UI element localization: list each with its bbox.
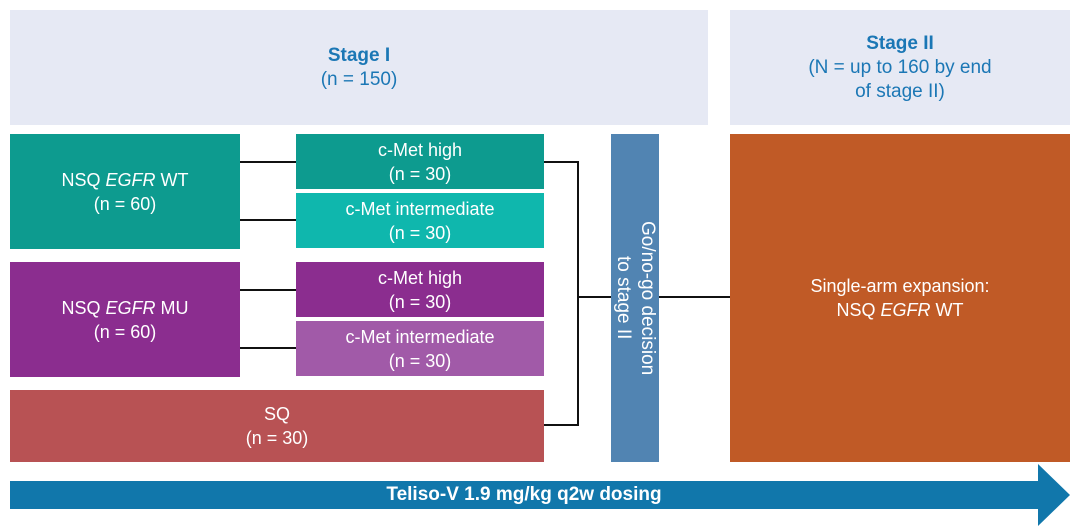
single-arm-expansion-box: Single-arm expansion: NSQ EGFR WT <box>730 134 1070 462</box>
subgroup-mu-cmet-intermediate: c-Met intermediate (n = 30) <box>296 321 544 376</box>
expansion-line1: Single-arm expansion: <box>810 276 990 296</box>
expansion-line2: NSQ EGFR WT <box>836 300 964 320</box>
group-sq-label: SQ <box>263 404 290 424</box>
dosing-arrow-label: Teliso-V 1.9 mg/kg q2w dosing <box>386 484 662 505</box>
connector-line <box>240 347 296 349</box>
stage-2-desc-line1: (N = up to 160 by end <box>808 56 992 78</box>
subgroup-count: (n = 30) <box>388 291 452 312</box>
connector-line <box>240 219 296 221</box>
connector-line <box>659 296 730 298</box>
connector-line <box>577 161 579 426</box>
group-nsq-egfr-mu-count: (n = 60) <box>93 321 157 342</box>
subgroup-label: c-Met intermediate <box>345 326 495 347</box>
group-nsq-egfr-wt-label: NSQ EGFR WT <box>61 169 189 190</box>
subgroup-wt-cmet-intermediate: c-Met intermediate (n = 30) <box>296 193 544 248</box>
stage-2-title: Stage II <box>866 32 934 54</box>
subgroup-count: (n = 30) <box>388 163 452 184</box>
connector-line <box>544 424 579 426</box>
connector-line <box>240 289 296 291</box>
go-no-go-decision-box <box>611 134 659 462</box>
group-sq-count: (n = 30) <box>245 428 309 448</box>
group-nsq-egfr-mu-label: NSQ EGFR MU <box>61 297 189 318</box>
subgroup-count: (n = 30) <box>388 350 452 371</box>
subgroup-label: c-Met high <box>377 139 463 160</box>
dosing-arrow <box>10 464 1070 526</box>
subgroup-mu-cmet-high: c-Met high (n = 30) <box>296 262 544 317</box>
stage-1-count: (n = 150) <box>320 68 398 90</box>
subgroup-label: c-Met intermediate <box>345 198 495 219</box>
group-nsq-egfr-wt: NSQ EGFR WT (n = 60) <box>10 134 240 249</box>
go-no-go-decision-text: Go/no-go decision to stage II <box>611 134 659 462</box>
subgroup-label: c-Met high <box>377 267 463 288</box>
group-nsq-egfr-mu: NSQ EGFR MU (n = 60) <box>10 262 240 377</box>
connector-line <box>577 296 611 298</box>
stage-1-title: Stage I <box>327 44 391 66</box>
stage-1-header: Stage I (n = 150) <box>10 10 708 125</box>
subgroup-count: (n = 30) <box>388 222 452 243</box>
group-sq: SQ (n = 30) <box>10 390 544 462</box>
decision-line2: to stage II <box>613 256 634 340</box>
decision-line1: Go/no-go decision <box>637 220 658 376</box>
dosing-arrow-shape <box>10 464 1070 526</box>
group-nsq-egfr-wt-count: (n = 60) <box>93 193 157 214</box>
connector-line <box>240 161 296 163</box>
stage-2-header: Stage II (N = up to 160 by end of stage … <box>730 10 1070 125</box>
stage-2-desc-line2: of stage II) <box>855 80 945 102</box>
connector-line <box>544 161 579 163</box>
subgroup-wt-cmet-high: c-Met high (n = 30) <box>296 134 544 189</box>
